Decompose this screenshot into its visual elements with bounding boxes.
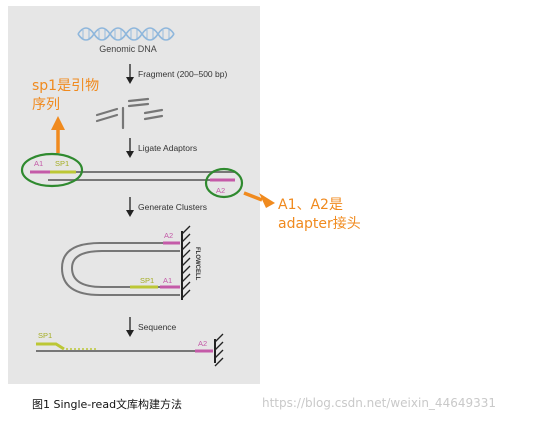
sp1-annotation-line1: sp1是引物 xyxy=(32,78,100,94)
callout-arrow-up xyxy=(51,116,65,153)
sp1-annotation: sp1是引物 序列 xyxy=(32,77,99,115)
sp1-annotation-line2: 序列 xyxy=(32,97,60,113)
down-arrow-icon xyxy=(126,138,134,158)
dna-helix-icon xyxy=(77,27,175,41)
step-fragment-label: Fragment (200–500 bp) xyxy=(138,69,227,79)
adapter-annotation: A1、A2是 adapter接头 xyxy=(278,196,361,234)
adapter-annotation-line2: adapter接头 xyxy=(278,216,361,232)
cluster-a1-label: A1 xyxy=(163,276,172,285)
adapter-a1-label: A1 xyxy=(34,159,43,168)
adapter-a2-label: A2 xyxy=(216,186,225,195)
read-a2-label: A2 xyxy=(198,339,207,348)
step-sequence-label: Sequence xyxy=(138,322,177,332)
primer-sp1-label: SP1 xyxy=(55,159,69,168)
a2-highlight-circle xyxy=(204,167,244,199)
figure-panel xyxy=(8,6,260,384)
sp1-highlight-circle xyxy=(20,152,84,188)
adapter-annotation-line1: A1、A2是 xyxy=(278,197,343,213)
callout-arrow-right xyxy=(243,191,275,208)
figure-caption: 图1 Single-read文库构建方法 xyxy=(32,398,183,411)
cluster-a2-label: A2 xyxy=(164,231,173,240)
step-ligate-label: Ligate Adaptors xyxy=(138,143,197,153)
down-arrow-icon xyxy=(126,64,134,84)
ligated-fragment xyxy=(30,170,235,182)
down-arrow-icon xyxy=(126,317,134,337)
dna-fragments xyxy=(95,97,164,130)
flowcell-surface xyxy=(181,225,191,300)
watermark: https://blog.csdn.net/weixin_44649331 xyxy=(262,396,497,410)
bridge-amplification xyxy=(60,241,180,296)
sequencing-read xyxy=(36,342,213,353)
genomic-dna-title: Genomic DNA xyxy=(99,44,157,54)
cluster-sp1-label: SP1 xyxy=(140,276,154,285)
down-arrow-icon xyxy=(126,197,134,217)
read-sp1-label: SP1 xyxy=(38,331,52,340)
step-clusters-label: Generate Clusters xyxy=(138,202,207,212)
flowcell-surface xyxy=(214,333,224,367)
flowcell-label: FLOWCELL xyxy=(194,247,200,281)
